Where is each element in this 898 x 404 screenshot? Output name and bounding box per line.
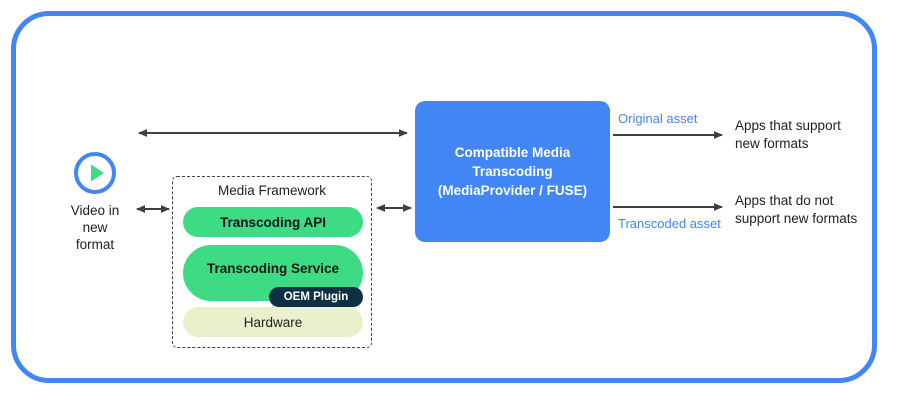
video-source-label: Video in new format [70, 203, 120, 252]
layer-hardware-label: Hardware [243, 314, 303, 330]
video-source-group: Video in new format [50, 150, 140, 253]
transcoded-asset-label: Transcoded asset [618, 216, 721, 231]
layer-hardware[interactable]: Hardware [183, 307, 363, 337]
layer-transcoding-api[interactable]: Transcoding API [183, 207, 363, 237]
layer-transcoding-api-label: Transcoding API [219, 214, 327, 230]
apps-support-new-formats-label: Apps that support new formats [735, 118, 841, 151]
layer-transcoding-service-label: Transcoding Service [206, 260, 340, 276]
play-circle-icon [72, 150, 118, 196]
apps-no-support-new-formats-label: Apps that do not support new formats [735, 193, 858, 226]
media-framework-container: Media Framework Transcoding API Transcod… [172, 176, 372, 348]
compatible-media-transcoding-box[interactable]: Compatible Media Transcoding (MediaProvi… [415, 101, 610, 242]
compatible-media-transcoding-label: Compatible Media Transcoding (MediaProvi… [437, 145, 588, 198]
original-asset-label: Original asset [618, 111, 698, 126]
oem-plugin-badge[interactable]: OEM Plugin [269, 287, 363, 307]
media-framework-title: Media Framework [217, 183, 327, 198]
outer-frame-border [11, 11, 877, 383]
oem-plugin-badge-label: OEM Plugin [283, 291, 349, 303]
